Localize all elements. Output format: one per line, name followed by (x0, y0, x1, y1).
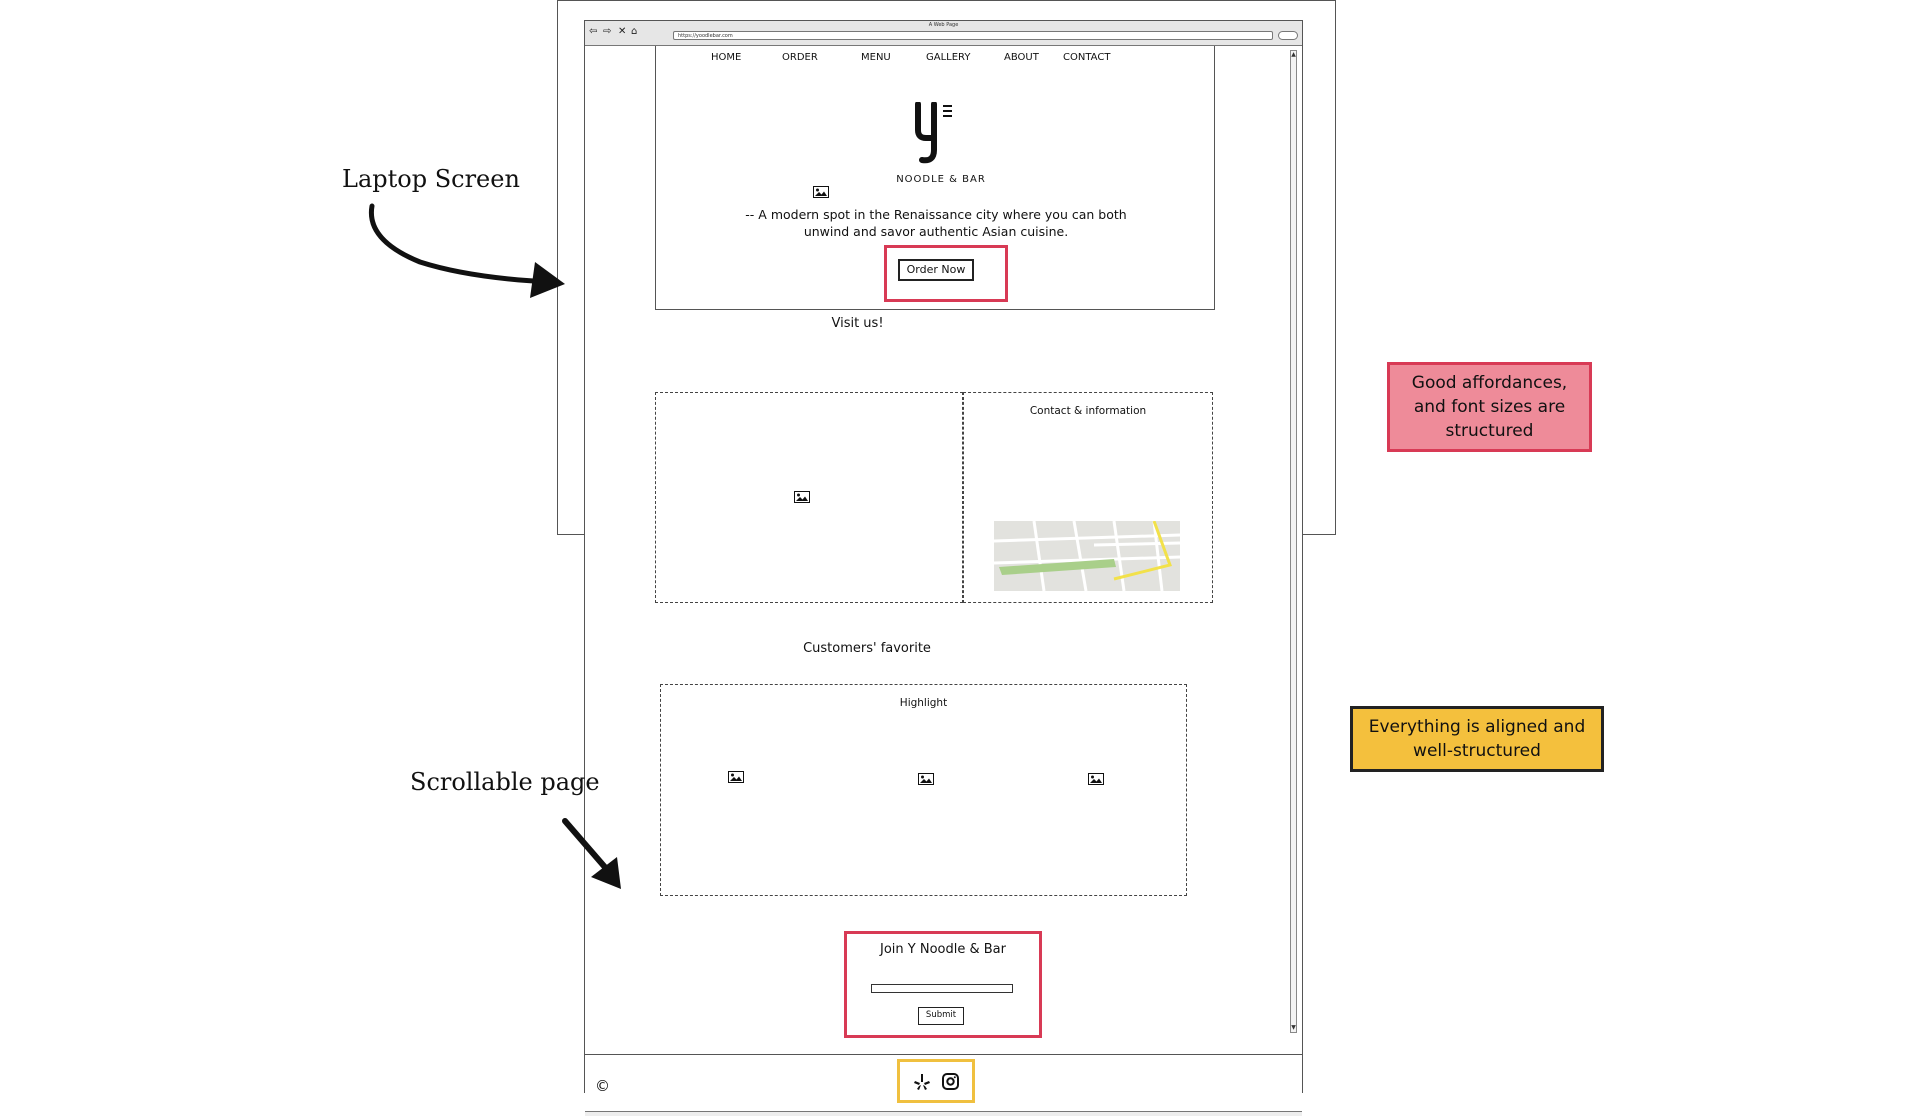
page-viewport: HOME ORDER MENU GALLERY ABOUT CONTACT NO… (585, 46, 1302, 1119)
instagram-icon[interactable] (942, 1073, 959, 1090)
close-icon[interactable]: ✕ (618, 26, 627, 37)
scroll-down-icon[interactable]: ▼ (1291, 1024, 1296, 1031)
browser-title: A Web Page (928, 22, 959, 28)
nav-contact[interactable]: CONTACT (1063, 52, 1111, 63)
highlight-title: Highlight (899, 697, 948, 709)
nav-order[interactable]: ORDER (782, 52, 818, 63)
yelp-icon[interactable] (914, 1073, 930, 1091)
browser-title-bar: A Web Page ⇦ ⇨ ✕ ⌂ https://yoodlebar.com (585, 21, 1302, 46)
visit-title: Visit us! (831, 316, 884, 331)
vertical-scrollbar[interactable]: ▲ ▼ (1290, 50, 1297, 1033)
image-placeholder-icon (918, 773, 934, 785)
browser-toggle[interactable] (1278, 31, 1298, 40)
social-links (897, 1059, 975, 1103)
join-form: Join Y Noodle & Bar Submit (844, 931, 1042, 1038)
hero-section: HOME ORDER MENU GALLERY ABOUT CONTACT NO… (655, 46, 1215, 310)
contact-title: Contact & information (1029, 405, 1147, 417)
nav-home[interactable]: HOME (711, 52, 742, 63)
image-placeholder-icon (1088, 773, 1104, 785)
note-affordances: Good affordances, and font sizes are str… (1387, 362, 1592, 452)
nav-menu[interactable]: MENU (861, 52, 891, 63)
back-icon[interactable]: ⇦ (589, 26, 598, 37)
scrollable-page-label: Scrollable page (410, 768, 600, 796)
order-affordance-highlight (884, 245, 1008, 302)
email-field[interactable] (871, 984, 1013, 993)
order-now-button[interactable]: Order Now (898, 259, 974, 281)
scroll-up-icon[interactable]: ▲ (1291, 51, 1296, 58)
submit-button[interactable]: Submit (918, 1007, 964, 1025)
browser-window: A Web Page ⇦ ⇨ ✕ ⌂ https://yoodlebar.com… (584, 20, 1303, 1119)
footer: © (585, 1054, 1302, 1119)
image-placeholder-icon (728, 771, 744, 783)
address-bar[interactable]: https://yoodlebar.com (673, 31, 1273, 40)
browser-bottom-bar (585, 1111, 1302, 1116)
arrow-icon (562, 818, 621, 889)
map-icon[interactable] (994, 521, 1180, 591)
home-icon[interactable]: ⌂ (631, 26, 638, 37)
hero-tagline: -- A modern spot in the Renaissance city… (745, 207, 1127, 239)
image-placeholder-icon (794, 491, 810, 503)
highlight-box: Highlight (660, 684, 1187, 896)
note-aligned: Everything is aligned and well-structure… (1350, 706, 1604, 772)
visit-image-box (655, 392, 963, 603)
nav-about[interactable]: ABOUT (1004, 52, 1039, 63)
nav-gallery[interactable]: GALLERY (926, 52, 971, 63)
laptop-screen-label: Laptop Screen (342, 165, 520, 193)
arrow-icon (368, 203, 565, 298)
brand-name: NOODLE & BAR (896, 174, 986, 185)
join-title: Join Y Noodle & Bar (880, 942, 1006, 957)
forward-icon[interactable]: ⇨ (603, 26, 612, 37)
logo-y-icon (915, 102, 952, 164)
favorites-title: Customers' favorite (803, 641, 931, 656)
image-placeholder-icon (813, 186, 829, 198)
contact-info-box: Contact & information (963, 392, 1213, 603)
